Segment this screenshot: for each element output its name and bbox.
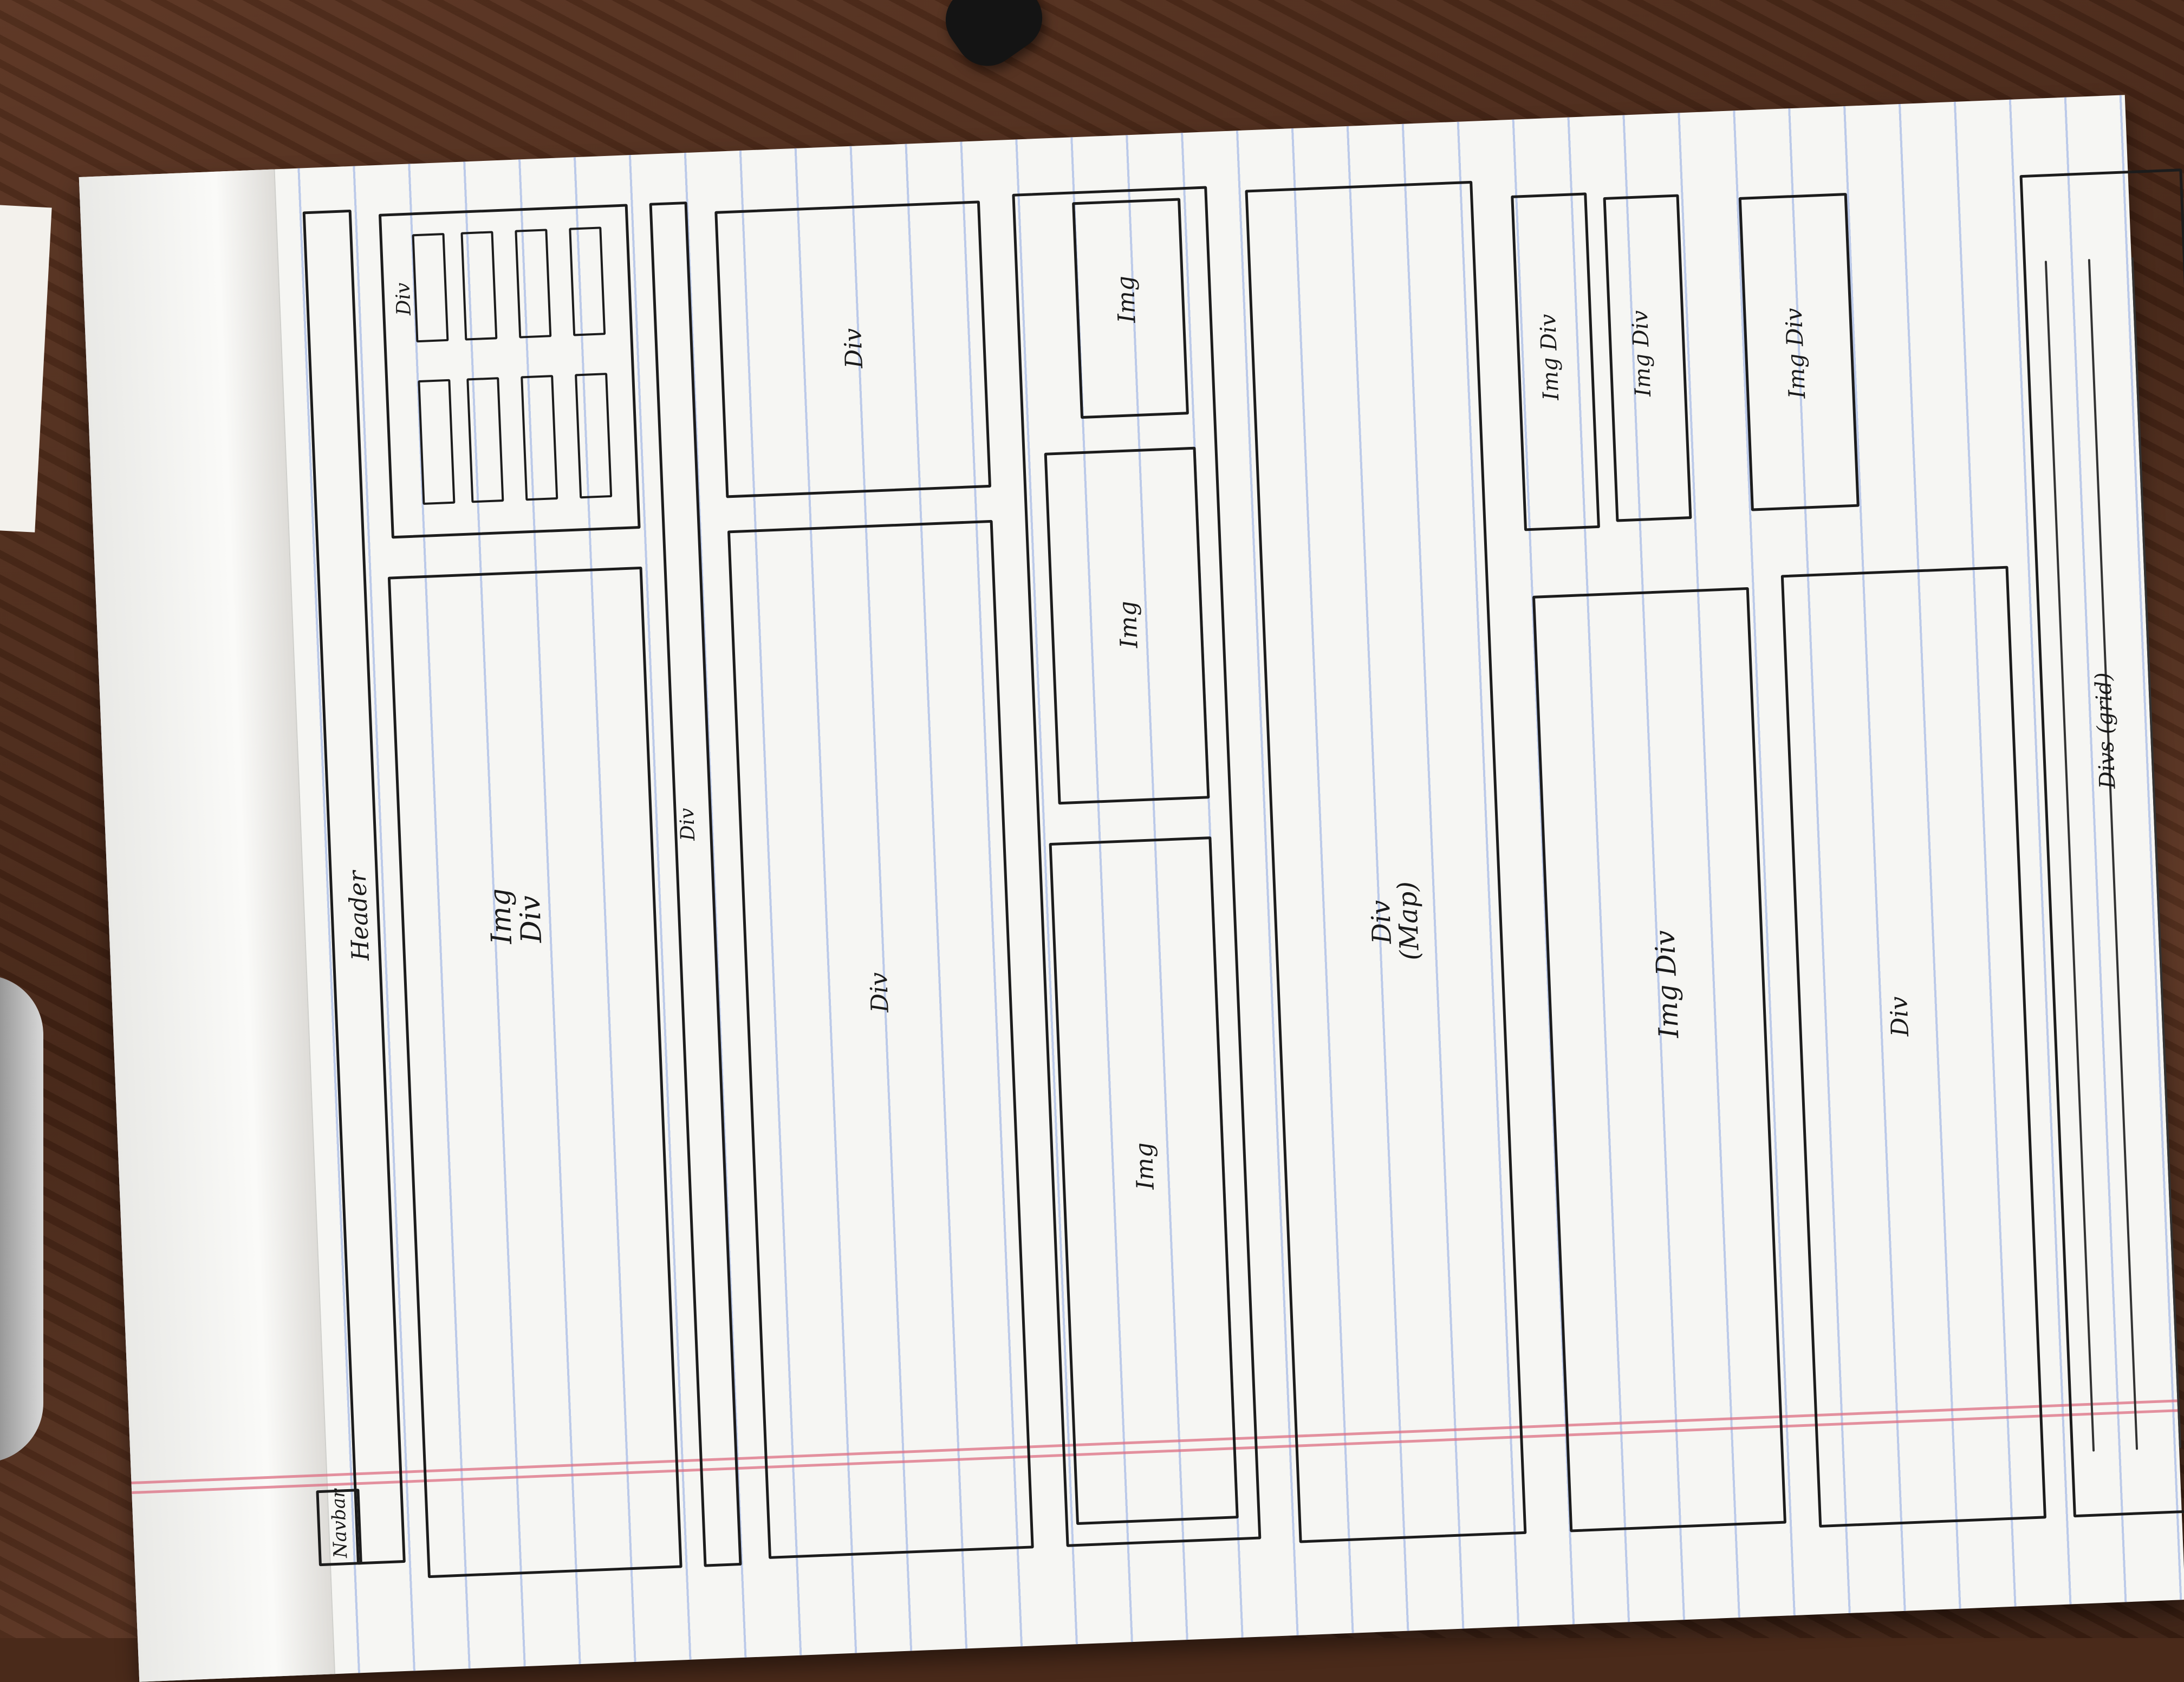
div-large-label: Div <box>864 971 894 1014</box>
div-top-label: Div <box>839 327 869 369</box>
img-div-label: Img Div <box>484 887 548 945</box>
img-small-label: Img <box>1112 275 1141 324</box>
div-last-label: Div <box>1885 996 1915 1037</box>
grid-cell <box>418 379 456 505</box>
img-div-b-label: Img Div <box>1627 309 1656 398</box>
map-div-label: Div (Map) <box>1365 880 1426 961</box>
grid-cell <box>515 229 552 339</box>
div-large-box <box>727 519 1034 1559</box>
grid-cell <box>412 232 449 343</box>
thin-div-label: Div <box>675 807 700 841</box>
device-edge <box>0 975 43 1463</box>
img-mid-label: Img <box>1114 600 1143 649</box>
div-last-box <box>1780 566 2047 1528</box>
grid-cell <box>575 373 613 499</box>
map-div-box <box>1245 180 1527 1543</box>
grid-cell <box>521 375 558 501</box>
divs-grid-box <box>2019 168 2184 1518</box>
img-div-c-label: Img Div <box>1780 307 1811 399</box>
navbar-label: Navbar <box>327 1488 352 1559</box>
img-div-2-label: Img Div <box>1649 929 1685 1039</box>
grid-cell <box>569 226 606 336</box>
notebook-sheet: Header Navbar Div Img Div Div Div Div Im… <box>79 95 2184 1682</box>
img-div-a-label: Img Div <box>1535 313 1564 401</box>
img-bottom-label: Img <box>1130 1141 1160 1191</box>
grid-cell <box>460 231 498 341</box>
img-div-box <box>387 566 682 1579</box>
grid-div-label: Div <box>392 282 415 316</box>
header-label: Header <box>343 870 375 962</box>
divs-grid-label: Divs (grid) <box>2090 672 2121 789</box>
img-div-2-box <box>1532 587 1787 1532</box>
grid-cell <box>466 377 504 503</box>
